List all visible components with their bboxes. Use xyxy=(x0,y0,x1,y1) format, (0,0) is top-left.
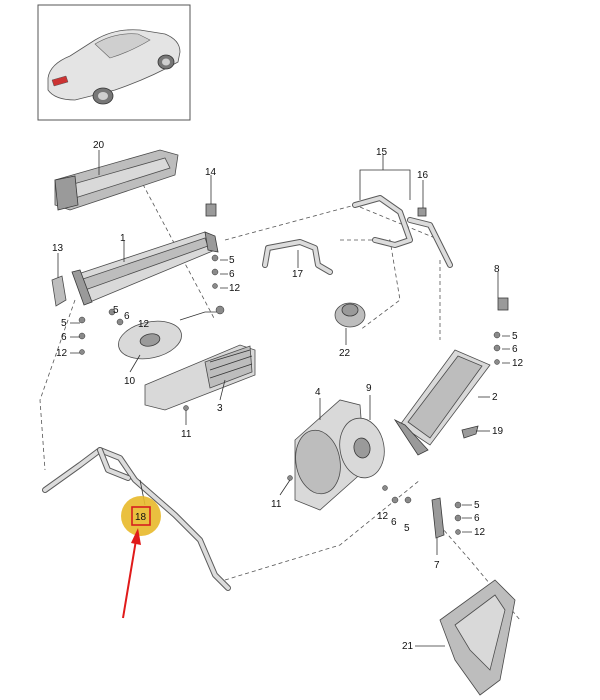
part-19-clip xyxy=(461,425,479,439)
callout-21: 21 xyxy=(402,641,414,652)
highlight-circle xyxy=(121,496,161,536)
callout-12-e: 12 xyxy=(377,511,389,522)
callout-12-f: 12 xyxy=(474,527,486,538)
callout-12-c: 12 xyxy=(56,348,68,359)
callout-12-d: 12 xyxy=(512,358,524,369)
callout-18: 18 xyxy=(135,512,147,523)
callout-16: 16 xyxy=(417,170,429,181)
part-21-air-duct xyxy=(439,579,516,696)
callout-6-c: 6 xyxy=(61,332,67,343)
callout-6-f: 6 xyxy=(474,513,480,524)
highlight-part-18 xyxy=(121,496,161,536)
callout-14: 14 xyxy=(205,167,217,178)
part-15-hose xyxy=(352,195,453,268)
vehicle-thumbnail xyxy=(37,4,191,121)
callout-6-b: 6 xyxy=(124,311,130,322)
part-8-bracket xyxy=(497,297,509,311)
callout-5-f: 5 xyxy=(474,500,480,511)
callout-22: 22 xyxy=(339,348,351,359)
callout-17: 17 xyxy=(292,269,304,280)
callout-12-b: 12 xyxy=(138,319,150,330)
part-9-fan-right xyxy=(339,417,385,479)
callout-15: 15 xyxy=(376,147,388,158)
part-20-air-duct xyxy=(54,149,179,211)
callout-3: 3 xyxy=(217,403,223,414)
callout-7: 7 xyxy=(434,560,440,571)
red-arrow-icon xyxy=(122,528,141,619)
part-18-hose xyxy=(42,447,231,591)
callout-19: 19 xyxy=(492,426,504,437)
callout-leaders xyxy=(57,150,510,647)
part-13-bracket xyxy=(51,275,67,307)
part-10-fan xyxy=(118,305,225,360)
part-3-fan-shroud xyxy=(144,344,256,411)
part-17-hose xyxy=(262,239,333,275)
callout-9: 9 xyxy=(366,383,372,394)
callout-4: 4 xyxy=(315,387,321,398)
callout-6-a: 6 xyxy=(229,269,235,280)
car-icon xyxy=(47,29,181,105)
part-16-clip xyxy=(417,207,427,217)
callout-5-d: 5 xyxy=(512,331,518,342)
callout-6-e: 6 xyxy=(391,517,397,528)
part-14-sensor xyxy=(205,203,217,217)
callout-12-a: 12 xyxy=(229,283,241,294)
callout-5-a: 5 xyxy=(229,255,235,266)
callout-11-a: 11 xyxy=(181,429,192,440)
highlight-box xyxy=(131,506,151,526)
callout-8: 8 xyxy=(494,264,500,275)
callout-5-b: 5 xyxy=(113,305,119,316)
part-7-bracket xyxy=(431,497,445,539)
callout-13: 13 xyxy=(52,243,64,254)
callout-10: 10 xyxy=(124,376,136,387)
callout-2: 2 xyxy=(492,392,498,403)
callout-20: 20 xyxy=(93,140,105,151)
callout-6-d: 6 xyxy=(512,344,518,355)
callout-5-c: 5 xyxy=(61,318,67,329)
callout-1: 1 xyxy=(120,233,126,244)
part-22-expansion-tank xyxy=(334,302,366,328)
callout-5-e: 5 xyxy=(404,523,410,534)
part-1-radiator-left xyxy=(71,231,219,306)
hardware-fasteners xyxy=(78,254,501,535)
part-2-radiator-right xyxy=(393,349,491,456)
callout-11-b: 11 xyxy=(271,499,282,510)
callout-labels: 20 1 13 14 5 6 12 5 6 12 5 6 12 10 3 11 … xyxy=(52,140,524,652)
